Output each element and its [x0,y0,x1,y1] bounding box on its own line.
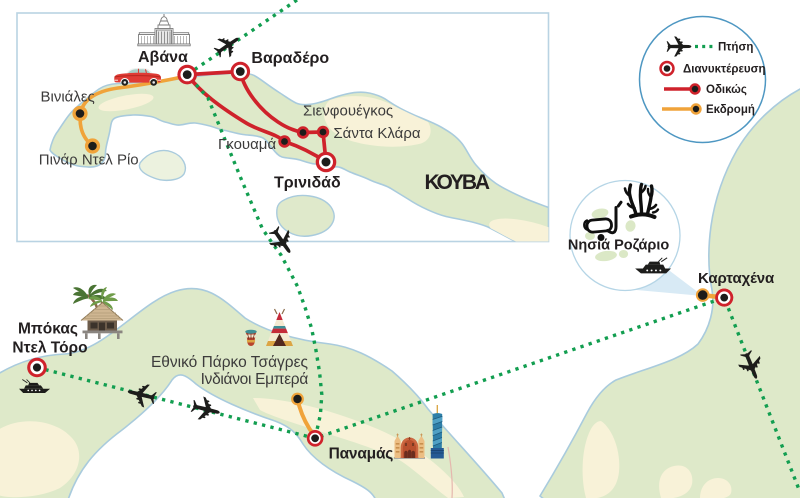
svg-text:Νησιά Ροζάριο: Νησιά Ροζάριο [568,238,670,254]
svg-text:Σιενφουέγκος: Σιενφουέγκος [303,103,393,120]
svg-text:Μπόκας: Μπόκας [18,321,78,338]
svg-text:ΚΟΥΒΑ: ΚΟΥΒΑ [425,171,490,194]
svg-text:Εκδρομή: Εκδρομή [706,104,755,116]
svg-text:Καρταχένα: Καρταχένα [698,270,775,287]
svg-text:Παναμάς: Παναμάς [329,446,394,463]
svg-text:Πινάρ Ντελ Ρίο: Πινάρ Ντελ Ρίο [39,152,139,169]
svg-text:Ντελ Τόρο: Ντελ Τόρο [12,340,87,357]
svg-text:Γκουαμά: Γκουαμά [218,136,276,153]
svg-text:Βαραδέρο: Βαραδέρο [251,50,329,67]
svg-text:Τρινιδάδ: Τρινιδάδ [274,175,341,192]
svg-text:Εθνικό Πάρκο Τσάγρες: Εθνικό Πάρκο Τσάγρες [151,354,308,371]
svg-text:Διανυκτέρευση: Διανυκτέρευση [683,64,766,76]
svg-text:Ινδιάνοι Εμπερά: Ινδιάνοι Εμπερά [201,371,309,388]
svg-text:Αβάνα: Αβάνα [138,49,188,66]
svg-text:Σάντα Κλάρα: Σάντα Κλάρα [333,125,420,142]
svg-text:Οδικώς: Οδικώς [706,84,747,96]
svg-text:Βινιάλες: Βινιάλες [41,89,95,106]
svg-text:Πτήση: Πτήση [718,42,753,54]
